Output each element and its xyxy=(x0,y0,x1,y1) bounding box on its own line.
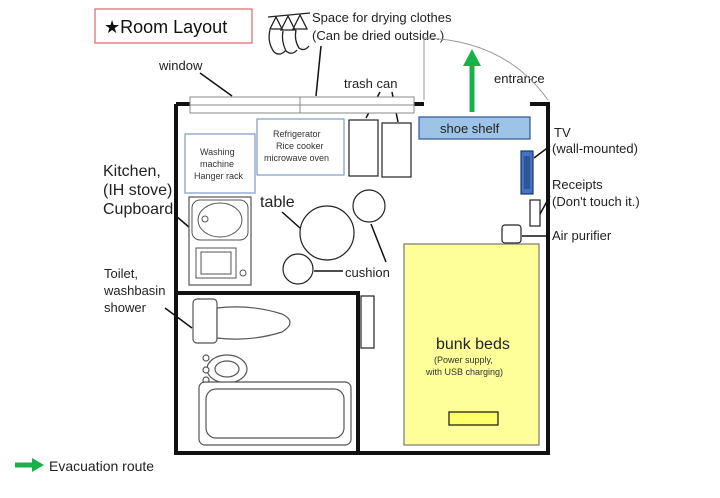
bunk-beds-note-2: with USB charging) xyxy=(425,367,503,377)
cushion-label: cushion xyxy=(345,265,390,280)
title-box xyxy=(94,8,253,44)
window-label: window xyxy=(158,58,203,73)
fridge-label-2: Rice cooker xyxy=(276,141,324,151)
receipts-label-1: Receipts xyxy=(552,177,603,192)
washing-label-1: Washing xyxy=(200,147,235,157)
cushion-top xyxy=(352,189,386,223)
entrance-door-swing xyxy=(423,37,549,101)
bathtub xyxy=(198,381,352,446)
shoe-shelf xyxy=(418,116,531,140)
washing-machine xyxy=(184,133,256,194)
toilet-label-1: Toilet, xyxy=(104,266,138,281)
tv-label-2: (wall-mounted) xyxy=(552,141,638,156)
air-purifier xyxy=(501,224,522,244)
drying-label-2: (Can be dried outside.) xyxy=(312,28,444,43)
trash-can-right xyxy=(381,122,412,178)
shoe-shelf-label: shoe shelf xyxy=(440,121,500,136)
toilet-label-2: washbasin xyxy=(103,283,165,298)
toilet-label-3: shower xyxy=(104,300,147,315)
washbasin xyxy=(202,354,248,384)
evacuation-legend-arrow xyxy=(15,458,44,472)
toilet xyxy=(192,298,291,344)
evacuation-arrow-icon xyxy=(463,49,481,112)
kitchen-label-3: Cupboard xyxy=(103,201,173,218)
air-purifier-label: Air purifier xyxy=(552,228,612,243)
receipts-holder xyxy=(529,199,541,227)
title: ★Room Layout xyxy=(104,17,227,37)
bunk-beds-note-1: (Power supply, xyxy=(434,355,493,365)
refrigerator-unit xyxy=(256,118,345,176)
kitchen-label-2: (IH stove) xyxy=(103,182,172,199)
fridge-label-3: microwave oven xyxy=(264,153,329,163)
washing-label-3: Hanger rack xyxy=(194,171,244,181)
trash-can-label: trash can xyxy=(344,76,397,91)
bunk-beds-label: bunk beds xyxy=(436,336,510,353)
table-label: table xyxy=(260,194,295,211)
outer-walls xyxy=(174,102,550,455)
evacuation-legend-label: Evacuation route xyxy=(49,458,154,474)
trash-can-left xyxy=(348,119,379,177)
table xyxy=(299,205,355,261)
bathroom-walls xyxy=(176,291,360,455)
tv-label-1: TV xyxy=(554,125,571,140)
kitchen-label-1: Kitchen, xyxy=(103,163,161,180)
washing-label-2: machine xyxy=(200,159,234,169)
hanger-icon xyxy=(267,12,311,55)
fridge-label-1: Refrigerator xyxy=(273,129,321,139)
usb-charger xyxy=(448,411,499,426)
kitchen-counter xyxy=(188,196,252,286)
entrance-label: entrance xyxy=(494,71,545,86)
cushion-bottom xyxy=(282,253,314,285)
bathroom-door xyxy=(360,295,375,349)
drying-label-1: Space for drying clothes xyxy=(312,10,452,25)
window-frame xyxy=(189,96,415,114)
receipts-label-2: (Don't touch it.) xyxy=(552,194,640,209)
